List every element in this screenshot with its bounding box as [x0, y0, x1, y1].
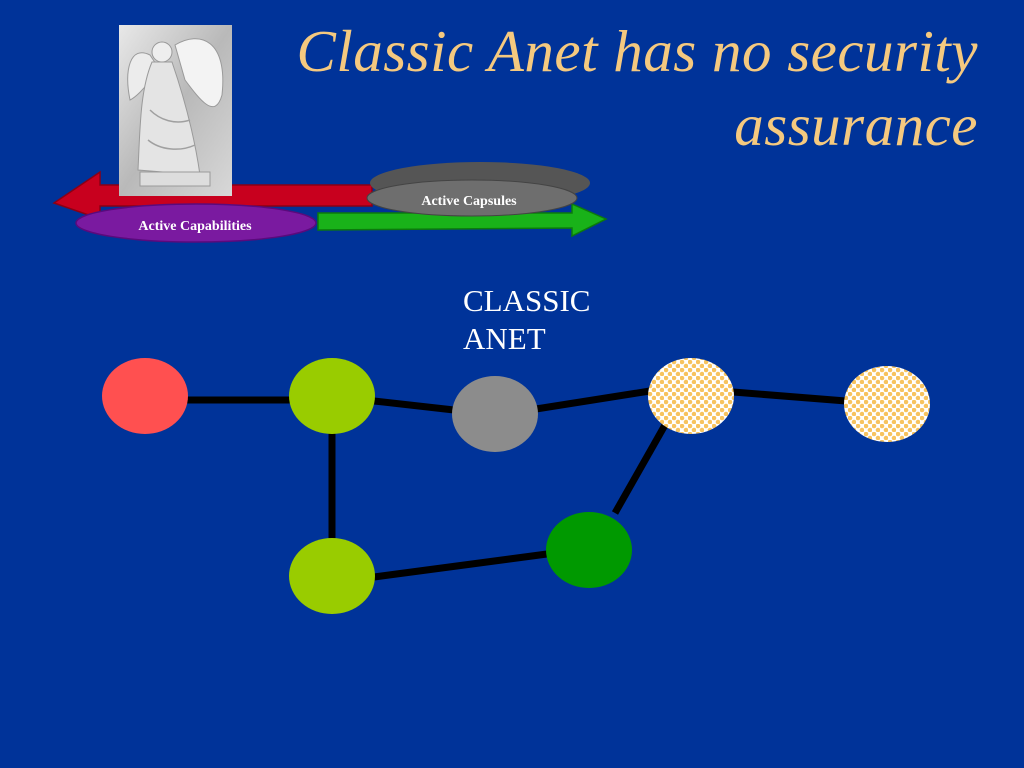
node-n5: [844, 366, 930, 442]
node-n6: [289, 538, 375, 614]
capsules-label: Active Capsules: [421, 194, 517, 209]
node-n7: [546, 512, 632, 588]
network-graph: [102, 358, 930, 614]
capsules-ellipse: [366, 179, 578, 217]
node-n1: [102, 358, 188, 434]
capabilities-label: Active Capabilities: [138, 219, 252, 234]
network-label-line-1: CLASSIC: [463, 283, 591, 318]
link-n4-n5: [732, 388, 847, 405]
network-links: [187, 387, 847, 581]
capabilities-ellipse: [75, 203, 317, 243]
node-n2: [289, 358, 375, 434]
network-label: CLASSIC ANET: [463, 282, 590, 358]
link-n2-n3: [373, 397, 455, 414]
title-line-1: Classic Anet has no security: [296, 18, 978, 84]
node-n3: [452, 376, 538, 452]
link-n6-n7: [373, 550, 548, 581]
network-label-line-2: ANET: [463, 321, 546, 356]
slide-title: Classic Anet has no security assurance: [238, 14, 978, 162]
active-logo: Active Capsules Active Capabilities: [52, 25, 608, 243]
node-n4: [648, 358, 734, 434]
link-n3-n4: [535, 387, 651, 413]
green-arrow-shape: [317, 202, 608, 238]
title-line-2: assurance: [734, 92, 978, 158]
link-n7-n4: [611, 423, 669, 515]
angel-statue-photo: [119, 25, 232, 196]
